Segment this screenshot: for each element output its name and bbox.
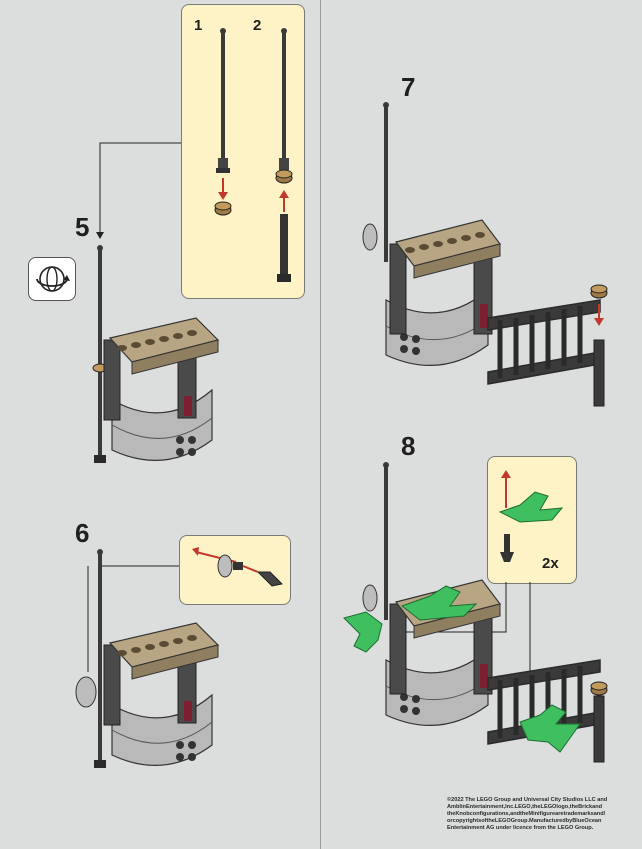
substep-2-number: 2	[253, 17, 262, 34]
step8-callout-illustration	[498, 470, 564, 562]
substep-2-illustration	[275, 28, 293, 282]
step-5-number: 5	[75, 212, 90, 242]
step-8-number: 8	[401, 431, 416, 461]
step7-model	[362, 102, 608, 407]
substep-1-illustration	[214, 28, 232, 216]
substep-1-number: 1	[194, 17, 203, 34]
step6-callout-illustration	[192, 547, 284, 587]
step5-model	[92, 245, 220, 463]
step-7-number: 7	[401, 72, 416, 102]
rotate-model-icon	[28, 257, 76, 301]
page-divider	[320, 0, 321, 849]
copyright-notice: ©2022 The LEGO Group and Universal City …	[447, 797, 608, 831]
step6-model	[75, 549, 220, 768]
step-6-number: 6	[75, 518, 90, 548]
quantity-label: 2x	[542, 555, 559, 572]
step8-model	[343, 462, 608, 763]
